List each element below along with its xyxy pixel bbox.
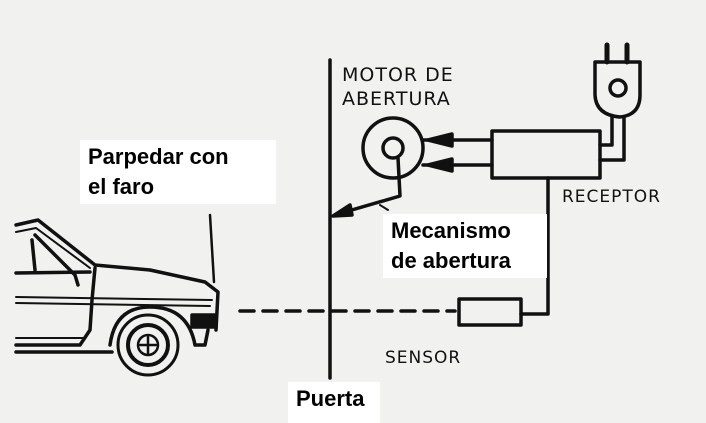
flash-label-line-2: el faro bbox=[88, 174, 155, 199]
flash-label-line-1: Parpedar con bbox=[88, 144, 229, 169]
motor-wires bbox=[421, 132, 494, 173]
receiver-box bbox=[490, 129, 602, 180]
mechanism-label: Mecanismo de abertura bbox=[383, 214, 547, 278]
motor-caption: MOTOR DE ABERTURA bbox=[342, 63, 454, 111]
motor-icon bbox=[361, 116, 425, 180]
plug-icon bbox=[593, 42, 642, 162]
sensor-wire bbox=[519, 176, 550, 316]
motor-caption-line-2: ABERTURA bbox=[342, 88, 451, 110]
car-wheel bbox=[116, 313, 180, 377]
flash-headlight-label: Parpedar con el faro bbox=[80, 140, 276, 204]
opening-arm bbox=[331, 156, 402, 218]
sensor-box bbox=[457, 297, 523, 327]
receiver-caption: RECEPTOR bbox=[562, 187, 661, 207]
car-illustration bbox=[14, 213, 220, 354]
mechanism-label-line-2: de abertura bbox=[391, 248, 511, 273]
mechanism-label-line-1: Mecanismo bbox=[391, 218, 511, 243]
door-label: Puerta bbox=[288, 382, 380, 423]
sensor-caption: SENSOR bbox=[385, 348, 462, 368]
motor-caption-line-1: MOTOR DE bbox=[342, 64, 454, 86]
